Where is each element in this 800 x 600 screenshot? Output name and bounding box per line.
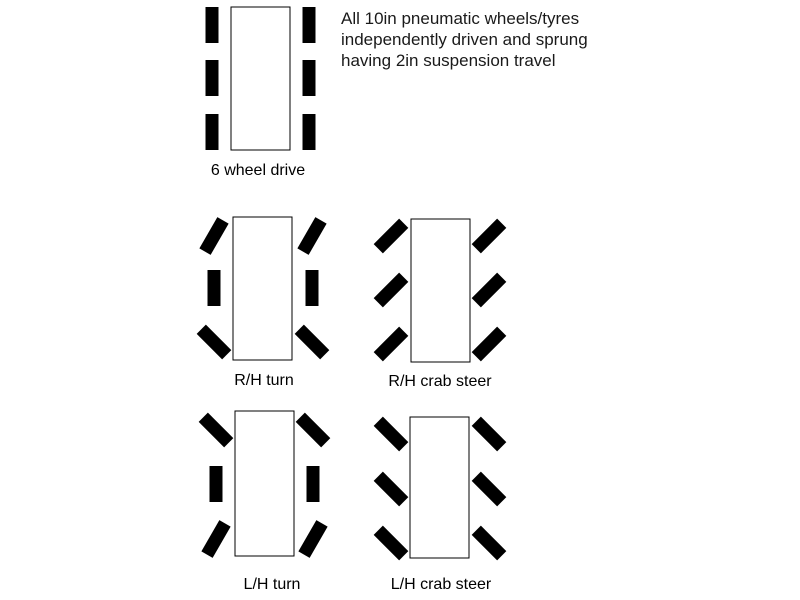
wheel-rear-left	[201, 520, 231, 558]
wheel-front-right	[471, 416, 507, 452]
wheel-rear-right	[302, 114, 316, 150]
caption-lh-turn: L/H turn	[243, 576, 301, 593]
vehicle-config-4	[198, 410, 331, 558]
wheel-rear-left	[373, 525, 409, 561]
wheel-front-left	[373, 416, 409, 452]
caption-6-wheel-drive: 6 wheel drive	[210, 162, 306, 179]
wheel-middle-right	[471, 471, 507, 507]
description-line-1: All 10in pneumatic wheels/tyres	[341, 9, 580, 28]
wheel-rear-left	[205, 114, 219, 150]
wheel-middle-left	[373, 272, 409, 308]
caption-lh-crab-steer: L/H crab steer	[390, 576, 492, 593]
wheel-front-right	[471, 218, 507, 254]
description-text: All 10in pneumatic wheels/tyres independ…	[341, 8, 588, 71]
wheel-middle-left	[373, 471, 409, 507]
vehicle-config-3	[373, 218, 507, 363]
wheel-rear-right	[471, 525, 507, 561]
wheel-front-right	[302, 7, 316, 43]
wheel-middle-right	[471, 272, 507, 308]
caption-rh-turn: R/H turn	[234, 372, 294, 389]
caption-rh-crab-steer: R/H crab steer	[388, 373, 492, 390]
wheel-middle-left	[209, 466, 223, 502]
vehicle-config-1	[205, 6, 316, 151]
description-line-3: having 2in suspension travel	[341, 51, 556, 70]
wheel-middle-left	[205, 60, 219, 96]
chassis-body	[409, 416, 470, 559]
wheel-middle-right	[302, 60, 316, 96]
description-line-2: independently driven and sprung	[341, 30, 588, 49]
wheel-front-right	[297, 217, 327, 255]
chassis-body	[232, 216, 293, 361]
wheel-front-right	[295, 412, 331, 448]
wheel-middle-right	[306, 466, 320, 502]
wheel-rear-left	[373, 326, 409, 362]
wheel-rear-right	[294, 324, 330, 360]
wheel-front-left	[205, 7, 219, 43]
chassis-body	[410, 218, 471, 363]
wheel-front-left	[373, 218, 409, 254]
wheel-middle-left	[207, 270, 221, 306]
vehicle-config-5	[373, 416, 507, 561]
wheel-front-left	[198, 412, 234, 448]
wheel-rear-right	[471, 326, 507, 362]
chassis-body	[234, 410, 295, 557]
wheel-rear-left	[196, 324, 232, 360]
wheel-rear-right	[298, 520, 328, 558]
vehicle-config-2	[196, 216, 330, 361]
wheel-front-left	[199, 217, 229, 255]
wheel-middle-right	[305, 270, 319, 306]
chassis-body	[230, 6, 291, 151]
